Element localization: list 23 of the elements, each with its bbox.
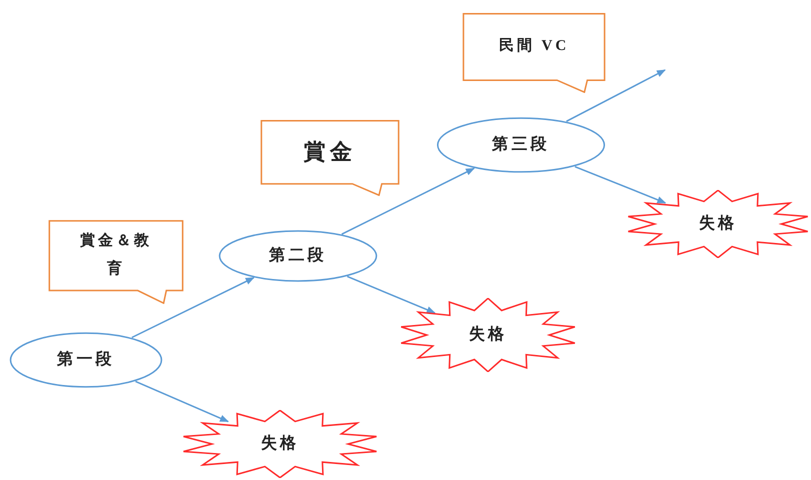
node-label: 第三段 <box>492 134 550 155</box>
arrow <box>574 166 666 204</box>
speech-callout <box>462 13 606 93</box>
arrow <box>566 69 666 122</box>
node-label: 失格 <box>468 324 508 345</box>
arrow <box>135 380 229 422</box>
arrow <box>346 276 436 314</box>
speech-callout <box>260 120 400 196</box>
node-label: 失格 <box>698 214 738 234</box>
stage-ellipse <box>218 230 378 282</box>
node-label: 第一段 <box>57 350 115 370</box>
node-label: 失格 <box>260 434 300 454</box>
node-label: 第二段 <box>269 246 327 266</box>
node-label: 賞金 <box>304 138 356 166</box>
arrow <box>341 168 475 235</box>
disqualified-starburst <box>398 298 578 372</box>
stage-ellipse <box>9 332 163 388</box>
speech-callout <box>48 220 184 304</box>
disqualified-starburst <box>625 190 811 258</box>
node-label: 民間 VC <box>498 37 570 56</box>
arrow <box>132 277 255 338</box>
node-label: 賞金＆教育 <box>79 231 153 280</box>
stage-ellipse <box>436 117 606 173</box>
